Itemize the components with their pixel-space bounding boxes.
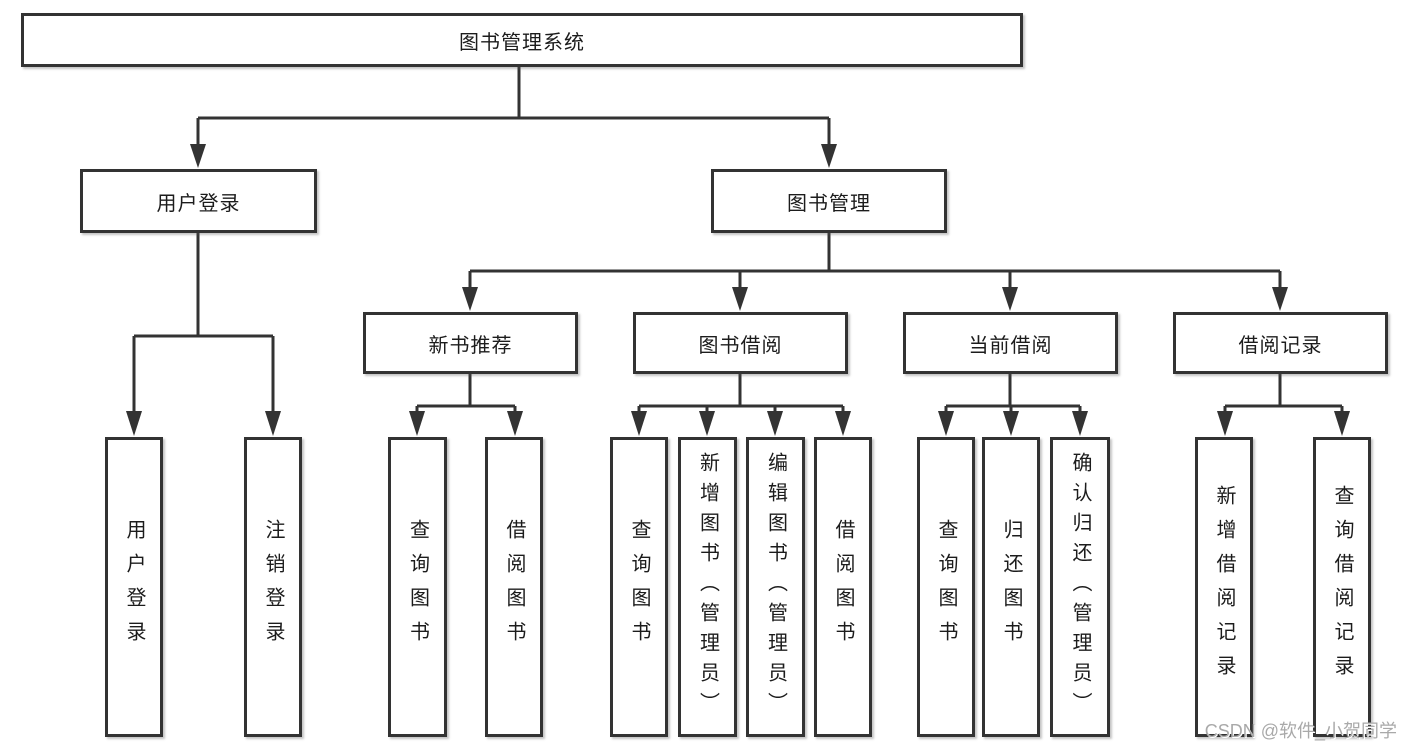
- leaf-node-borrow-books-1: 借阅图书: [485, 437, 543, 737]
- connector-current-borrow-fork: [938, 374, 1088, 436]
- leaf-node-query-borrow-record: 查询借阅记录: [1313, 437, 1371, 737]
- branch-node-user-login: 用户登录: [80, 169, 317, 233]
- watermark: CSDN @软件_小贺同学: [1204, 721, 1397, 741]
- root-node: 图书管理系统: [21, 13, 1023, 67]
- leaf-node-user-login: 用户登录: [105, 437, 163, 737]
- connector-book-borrow-fork: [631, 374, 851, 436]
- connector-book-management-fork: [462, 233, 1288, 311]
- leaf-node-add-borrow-record: 新增借阅记录: [1195, 437, 1253, 737]
- leaf-node-query-books-3: 查询图书: [917, 437, 975, 737]
- connector-root-fork: [190, 67, 837, 168]
- connector-user-login-fork: [126, 233, 281, 436]
- connector-borrow-records-fork: [1217, 374, 1350, 436]
- section-node-new-book-recommend: 新书推荐: [363, 312, 578, 374]
- leaf-node-add-book-admin: 新增图书（管理员）: [678, 437, 737, 737]
- section-node-book-borrow: 图书借阅: [633, 312, 848, 374]
- leaf-node-logout: 注销登录: [244, 437, 302, 737]
- section-node-borrow-records: 借阅记录: [1173, 312, 1388, 374]
- leaf-node-confirm-return-admin: 确认归还（管理员）: [1050, 437, 1110, 737]
- connector-new-book-fork: [409, 374, 523, 436]
- branch-node-book-management: 图书管理: [711, 169, 947, 233]
- leaf-node-query-books-1: 查询图书: [388, 437, 447, 737]
- leaf-node-borrow-books-2: 借阅图书: [814, 437, 872, 737]
- leaf-node-edit-book-admin: 编辑图书（管理员）: [746, 437, 805, 737]
- leaf-node-query-books-2: 查询图书: [610, 437, 668, 737]
- leaf-node-return-book: 归还图书: [982, 437, 1040, 737]
- section-node-current-borrow: 当前借阅: [903, 312, 1118, 374]
